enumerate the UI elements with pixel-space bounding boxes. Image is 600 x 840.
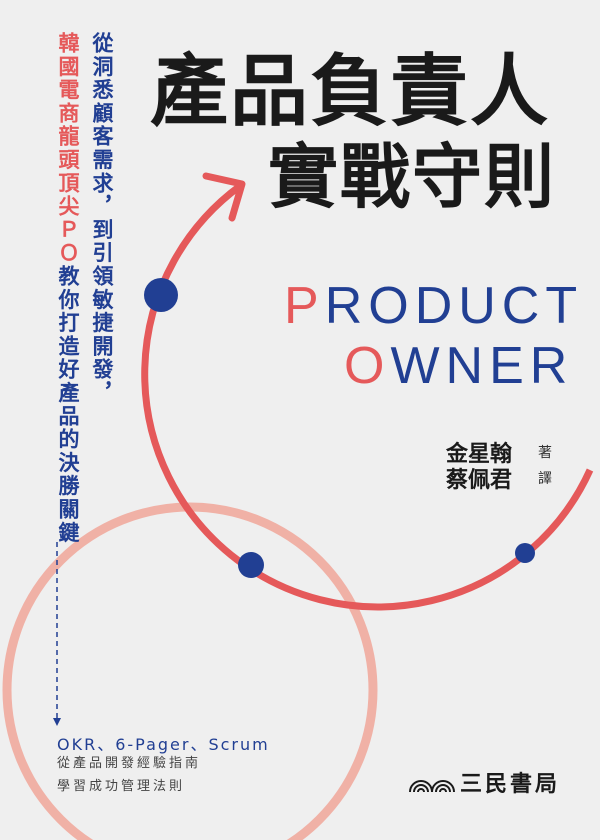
arrow-down-icon: [53, 718, 61, 726]
english-initial: O: [344, 337, 391, 395]
author-role: 著: [538, 445, 552, 461]
translator-role: 譯: [538, 471, 552, 487]
publisher-name: 三民書局: [460, 771, 561, 797]
publisher-arches-icon: [409, 780, 455, 793]
publisher-logo: 三民書局: [408, 766, 560, 798]
subtitle-column-1: 從洞悉顧客需求，到引領敏捷開發，: [90, 32, 114, 405]
blue-dot: [144, 278, 178, 312]
title-line-2: 實戰守則: [268, 136, 556, 218]
english-initial: P: [284, 277, 325, 335]
translator-name: 蔡佩君: [445, 468, 512, 493]
subtitle-column-2: 韓國電商龍頭頂尖ＰＯ教你打造好產品的決勝關鍵: [56, 32, 80, 545]
english-title-line-2: OWNER: [344, 338, 573, 394]
tagline-methods: OKR、6-Pager、Scrum: [57, 735, 270, 754]
english-title-line-1: PRODUCT: [284, 278, 583, 334]
tagline-2: 從產品開發經驗指南: [57, 756, 202, 771]
subtitle-rest: 教你打造好產品的決勝關鍵: [56, 265, 80, 545]
tagline-3: 學習成功管理法則: [57, 779, 186, 794]
blue-dot: [238, 552, 264, 578]
arrow-head-icon: [202, 172, 246, 222]
english-rest: RODUCT: [324, 277, 584, 335]
author-name: 金星翰: [445, 442, 512, 467]
english-rest: WNER: [390, 337, 574, 395]
subtitle-highlight: 韓國電商龍頭頂尖ＰＯ: [56, 32, 80, 265]
blue-dot: [515, 543, 535, 563]
title-line-1: 產品負責人: [150, 47, 551, 137]
